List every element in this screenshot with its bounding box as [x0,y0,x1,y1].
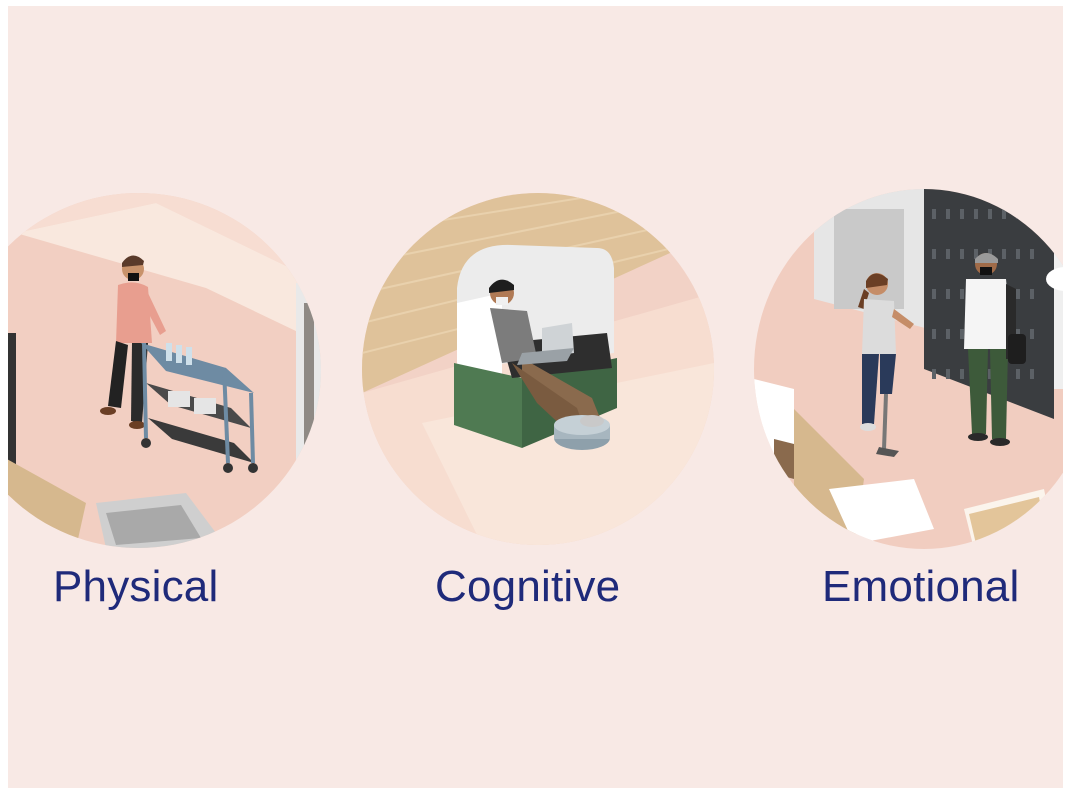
emotional-label: Emotional [822,562,1020,611]
illustration-panel: Physical Cognitive Emotional [8,6,1063,788]
cognitive-label: Cognitive [435,562,621,611]
physical-label: Physical [53,562,219,611]
cognitive-illustration [362,193,714,545]
physical-illustration [8,193,321,548]
emotional-illustration [754,189,1063,549]
two-people-talking-illustration [754,189,1063,549]
person-in-pod-with-laptop-illustration [362,193,714,545]
person-pushing-cart-illustration [8,193,321,548]
